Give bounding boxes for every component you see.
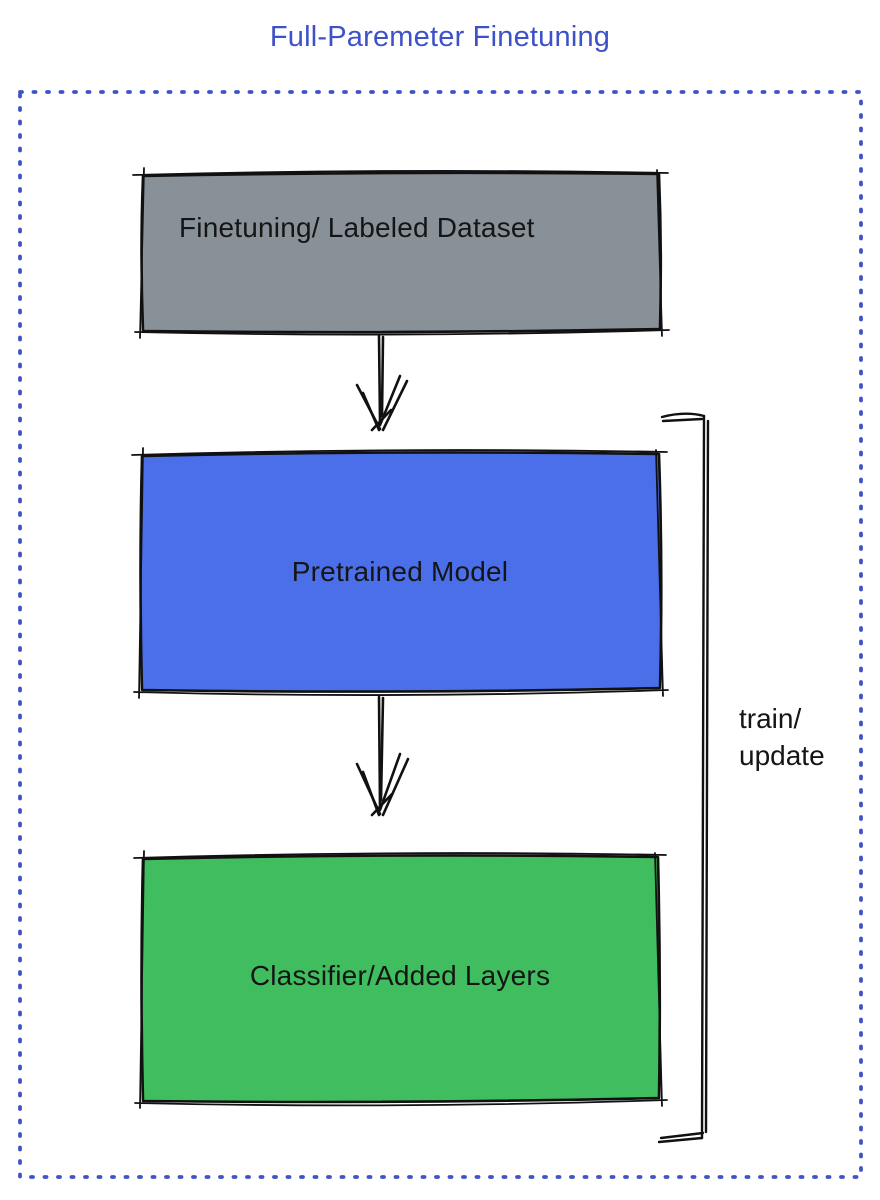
arrow-dataset-to-pretrained <box>355 334 409 432</box>
pretrained-box-fill <box>139 451 663 693</box>
pretrained-box <box>131 447 669 699</box>
dataset-box-sketch-outline <box>132 167 670 339</box>
dataset-box <box>132 167 670 339</box>
classifier-box-label: Classifier/Added Layers <box>249 960 551 991</box>
arrow-pretrained-to-classifier <box>355 695 410 817</box>
pretrained-box-label: Pretrained Model <box>291 556 509 587</box>
classifier-box-fill <box>140 854 662 1104</box>
diagram-title: Full-Paremeter Finetuning <box>269 21 611 53</box>
train-update-label: train/ update <box>739 703 825 771</box>
classifier-box-sketch-outline <box>133 850 668 1109</box>
train-update-bracket <box>657 412 710 1144</box>
dotted-border <box>18 90 863 1179</box>
dataset-box-label: Finetuning/ Labeled Dataset <box>179 212 535 243</box>
dataset-box-fill <box>140 171 663 334</box>
pretrained-box-sketch-outline <box>131 447 669 699</box>
classifier-box <box>133 850 668 1109</box>
